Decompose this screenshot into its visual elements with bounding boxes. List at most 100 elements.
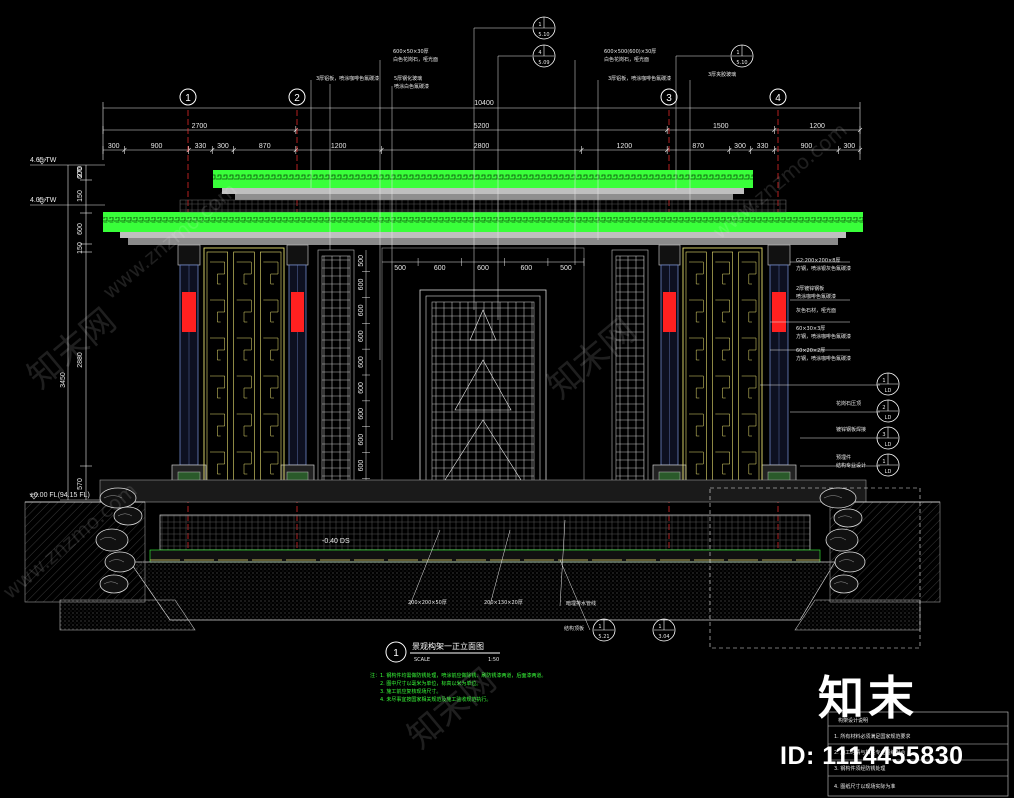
pillar-vert-dim-text: 600 xyxy=(358,382,365,394)
red-lantern-panel xyxy=(291,292,304,332)
left-dim-text: 150 xyxy=(77,190,84,202)
bottom-label: 200×130×20厚 xyxy=(484,600,523,606)
titleblock-header: 构架设计说明 xyxy=(838,717,868,724)
boulder xyxy=(113,506,143,526)
ref-bubble-bottom: 3.04 xyxy=(658,634,669,640)
boulder xyxy=(833,508,863,528)
ref-bubble-bottom: LD xyxy=(885,415,892,421)
axis-marker-circle xyxy=(769,88,787,106)
top-label: 3厚铝板，喷涂咖啡色氟碳漆 xyxy=(316,75,379,82)
lower-dim-text: 870 xyxy=(692,143,704,150)
screen-lattice xyxy=(715,375,730,399)
upper-dim-text: 5200 xyxy=(474,123,490,130)
screen-lattice xyxy=(741,451,757,475)
boulder xyxy=(819,487,857,509)
lower-dim-text: 300 xyxy=(217,143,229,150)
title-number: 1 xyxy=(393,648,399,659)
screen-frame xyxy=(203,247,285,501)
left-dim-text: 270 xyxy=(77,166,84,178)
title-scale-label: SCALE xyxy=(414,657,430,663)
screen-lattice xyxy=(689,413,704,437)
left-dim-text: 570 xyxy=(77,478,84,490)
left-dim-text: 600 xyxy=(77,167,84,179)
screen-lattice xyxy=(210,413,225,437)
boulder xyxy=(829,574,859,594)
screen-lattice xyxy=(741,261,757,285)
pillar-vert-dim-text: 600 xyxy=(358,279,365,291)
note-line: 2. 图中尺寸以毫米为单位，标高以米为单位。 xyxy=(380,680,481,687)
lower-dim-text: 900 xyxy=(151,143,163,150)
lower-dim-text: 300 xyxy=(734,143,746,150)
ref-bubble-top: 2 xyxy=(882,405,885,411)
top-callouts: 600×50×30厚 白色花岗石，哑光面 600×500(600)×30厚 白色… xyxy=(316,49,736,90)
screen-lattice xyxy=(689,337,704,361)
leader-lines xyxy=(310,27,880,631)
screen-lattice xyxy=(263,299,279,323)
ref-bubble-top: 1 xyxy=(736,50,739,56)
screen-lattice xyxy=(210,451,225,475)
pillar-vert-dim-text: 600 xyxy=(358,408,365,420)
right-annotation: 镀锌钢板焊接 xyxy=(836,426,866,433)
pillar-vert-dim-text: 600 xyxy=(358,460,365,472)
screen-lattice xyxy=(741,299,757,323)
left-dim-text: 600 xyxy=(77,223,84,235)
screen-lattice xyxy=(741,375,757,399)
screen-lattice xyxy=(715,337,730,361)
right-annotation: 60×20×2厚 xyxy=(796,348,825,354)
boulder xyxy=(104,551,136,573)
right-annotation: 方钢，喷涂咖啡色氟碳漆 xyxy=(796,355,851,362)
boulder xyxy=(825,528,859,552)
ref-bubble-bottom: LD xyxy=(885,388,892,394)
left-vertical-dims xyxy=(30,164,105,501)
note-line: 3. 施工前应复核现场尺寸。 xyxy=(380,688,441,695)
upper-ticks xyxy=(102,126,863,134)
pillar-vert-dim-text: 500 xyxy=(358,255,365,267)
drawing-title: 1 景观构架一正立面图 SCALE 1:50 xyxy=(385,641,500,663)
screen-lattice xyxy=(689,261,704,285)
title-scale: 1:50 xyxy=(488,657,499,663)
screen-lattice xyxy=(689,375,704,399)
lower-dim-text: 1200 xyxy=(331,143,347,150)
boulder xyxy=(834,551,866,573)
boulders xyxy=(95,487,866,594)
left-total-dim: 3450 xyxy=(60,372,67,388)
upper-dim-text: 1200 xyxy=(809,123,825,130)
lower-dim-text: 330 xyxy=(757,143,769,150)
roof-lower-tier xyxy=(103,199,863,245)
axis-marker-circle xyxy=(288,88,306,106)
dimension-lines xyxy=(102,102,861,160)
boulder xyxy=(99,487,137,509)
window-dim-text: 600 xyxy=(520,265,532,272)
left-dim-text: 150 xyxy=(77,242,84,254)
pillar-vert-dim-text: 600 xyxy=(358,356,365,368)
top-label: 5厚钢化玻璃 xyxy=(394,75,422,82)
note-line: 4. 未尽事宜按国家相关规范及施工验收规范执行。 xyxy=(380,696,491,703)
screen-lattice xyxy=(236,337,252,361)
screen-lattice xyxy=(210,261,225,285)
screen-lattice xyxy=(263,375,279,399)
level-top: 4.65 TW xyxy=(30,157,57,164)
axis-marker-label: 2 xyxy=(294,93,300,104)
right-annotation: 60×30×3厚 xyxy=(796,326,825,332)
screen-lattice xyxy=(715,299,730,323)
bottom-label: 200×200×50厚 xyxy=(408,600,447,606)
left-dim-text: 2880 xyxy=(77,352,84,368)
screen-lattice xyxy=(236,451,252,475)
image-id-watermark: ID: 1114455830 xyxy=(780,742,964,770)
ref-bubble-bottom: 5.10 xyxy=(736,60,747,66)
screen-lattice xyxy=(236,413,252,437)
lower-dim-text: 330 xyxy=(195,143,207,150)
pillar-cap xyxy=(286,244,309,266)
right-annotation: 灰色石材，哑光面 xyxy=(796,307,836,314)
right-annotation: 预埋件 xyxy=(836,454,851,461)
pillar-cap xyxy=(177,244,201,266)
title-name: 景观构架一正立面图 xyxy=(412,641,484,651)
ref-bubble-top: 4 xyxy=(538,50,541,56)
screen-lattice xyxy=(741,337,757,361)
lower-dim-text: 1200 xyxy=(617,143,633,150)
axis-marker-circle xyxy=(660,88,678,106)
screen-lattice xyxy=(236,261,252,285)
